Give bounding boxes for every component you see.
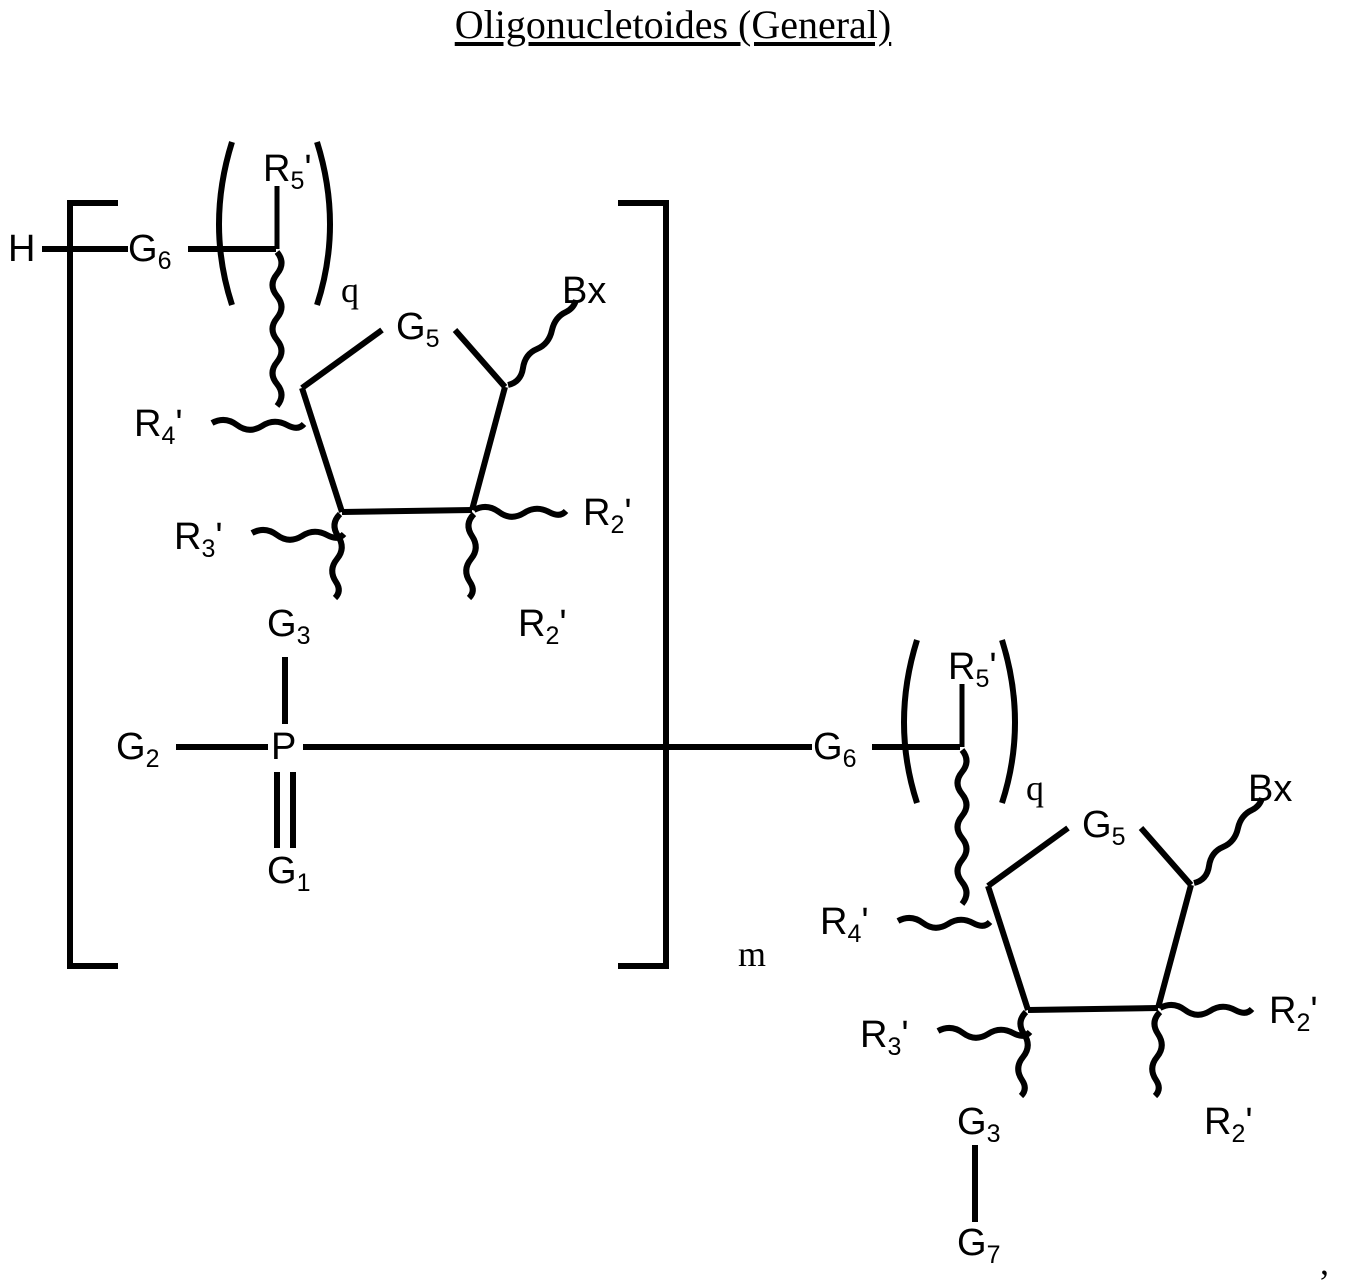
label-r3prime-left: R3' [174,516,223,563]
label-p-phosphorus: P [271,726,297,768]
wavy-bond-r2prime-h-left [472,504,569,520]
wavy-bond-c5-ring-right [954,748,970,906]
wavy-bond-g3-right [1015,1009,1031,1099]
label-g6-left: G6 [128,228,172,275]
label-g5-left: G5 [396,306,440,353]
repeat-bracket-right [618,200,669,969]
wavy-bond-r2prime-h-right [1158,1002,1255,1018]
label-r3prime-right: R3' [860,1014,909,1061]
label-r4prime-right: R4' [820,901,869,948]
wavy-bond-r2prime-v-right [1149,1009,1165,1099]
trailing-comma: , [1320,1242,1329,1282]
paren-right-close [999,639,1018,804]
label-bx-left: Bx [562,270,607,312]
wavy-bond-r2prime-v-left [463,511,479,601]
wavy-bond-bx-left [507,299,579,388]
sugar-ring-right [985,825,1194,1013]
label-g3-right: G3 [957,1101,1001,1148]
paren-left-open [216,141,235,306]
label-r4prime-left: R4' [134,403,183,450]
label-g7-terminal: G7 [957,1222,1001,1269]
label-bx-right: Bx [1248,768,1293,810]
label-g5-right: G5 [1082,804,1126,851]
wavy-bond-g3-left [329,511,345,601]
label-r5prime-left: R5' [263,148,312,195]
label-g6-right: G6 [813,726,857,773]
wavy-bond-bx-right [1193,797,1265,886]
label-r2prime-left-horizontal: R2' [583,492,632,539]
label-r5prime-right: R5' [948,646,997,693]
label-r2prime-right-vertical: R2' [1204,1101,1253,1148]
label-g3-left: G3 [267,603,311,650]
page-title: Oligonucletoides (General) [454,2,892,47]
wavy-bond-r3prime-right [936,1025,1033,1041]
double-bond-p-g1 [274,772,296,848]
label-q-subscript-right: q [1026,768,1044,808]
label-r2prime-left-vertical: R2' [518,603,567,650]
sugar-ring-left [299,327,508,515]
label-g2: G2 [116,726,160,773]
label-q-subscript-left: q [341,270,359,310]
label-g1: G1 [267,850,311,897]
paren-left-close [314,141,333,306]
wavy-bond-c5-ring-left [269,250,285,408]
wavy-bond-r4prime-right [896,915,993,931]
label-m-subscript: m [738,934,767,974]
wavy-bond-r3prime-left [250,527,347,543]
label-h-terminal: H [8,228,36,270]
label-r2prime-right-horizontal: R2' [1269,990,1318,1037]
wavy-bond-r4prime-left [210,417,307,433]
repeat-bracket-left [67,200,118,969]
paren-right-open [901,639,920,804]
